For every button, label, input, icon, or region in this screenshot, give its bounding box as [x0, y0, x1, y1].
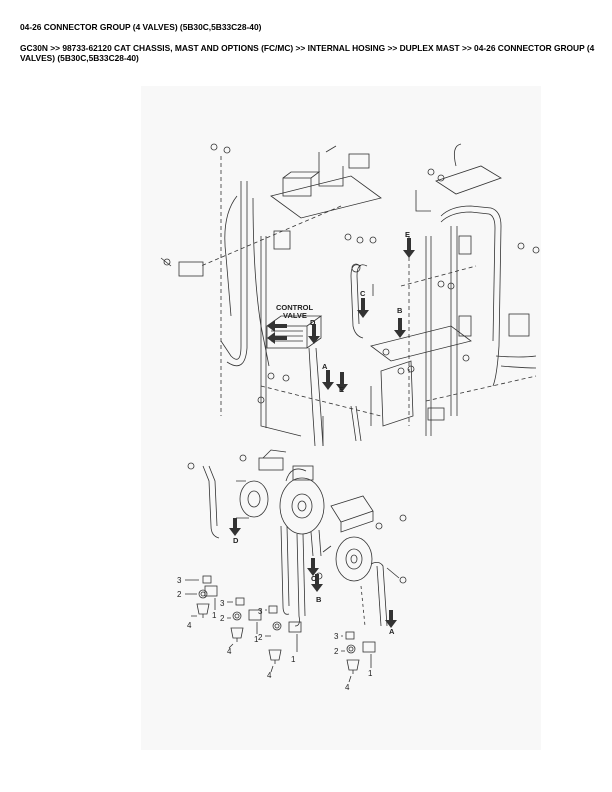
- part-number-2-center: 2: [258, 633, 263, 642]
- diagram-drawing: CONTROL VALVE D C B E A E: [160, 143, 540, 692]
- part-number-1-center: 1: [291, 655, 296, 664]
- part-number-1-middle: 1: [254, 635, 259, 644]
- part-number-4-middle: 4: [227, 647, 232, 656]
- control-valve-label-2: VALVE: [283, 311, 307, 320]
- lower-letter-d: D: [233, 536, 239, 545]
- lower-letter-c: C: [311, 574, 317, 583]
- page-title: 04-26 CONNECTOR GROUP (4 VALVES) (5B30C,…: [20, 22, 262, 32]
- lower-letter-a: A: [389, 627, 395, 636]
- upper-letter-b: B: [397, 306, 403, 315]
- part-number-4-left: 4: [187, 621, 192, 630]
- upper-letter-c: C: [360, 289, 366, 298]
- part-number-3-center: 3: [258, 607, 263, 616]
- part-number-1-right: 1: [368, 669, 373, 678]
- upper-letter-a: A: [322, 362, 328, 371]
- part-number-4-right: 4: [345, 683, 350, 692]
- part-number-2-right: 2: [334, 647, 339, 656]
- upper-letter-e2: E: [339, 385, 344, 394]
- part-number-2-left: 2: [177, 590, 182, 599]
- part-number-3-middle: 3: [220, 599, 225, 608]
- exploded-parts-diagram: CONTROL VALVE D C B E A E: [141, 86, 541, 750]
- part-number-3-left: 3: [177, 576, 182, 585]
- control-valve-label-1: CONTROL: [276, 303, 313, 312]
- part-number-3-right: 3: [334, 632, 339, 641]
- upper-letter-d: D: [310, 318, 316, 327]
- part-number-2-middle: 2: [220, 614, 225, 623]
- breadcrumb: GC30N >> 98733-62120 CAT CHASSIS, MAST A…: [20, 43, 595, 63]
- lower-letter-b: B: [316, 595, 322, 604]
- part-number-4-center: 4: [267, 671, 272, 680]
- upper-letter-e: E: [405, 230, 410, 239]
- part-number-1-left: 1: [212, 611, 217, 620]
